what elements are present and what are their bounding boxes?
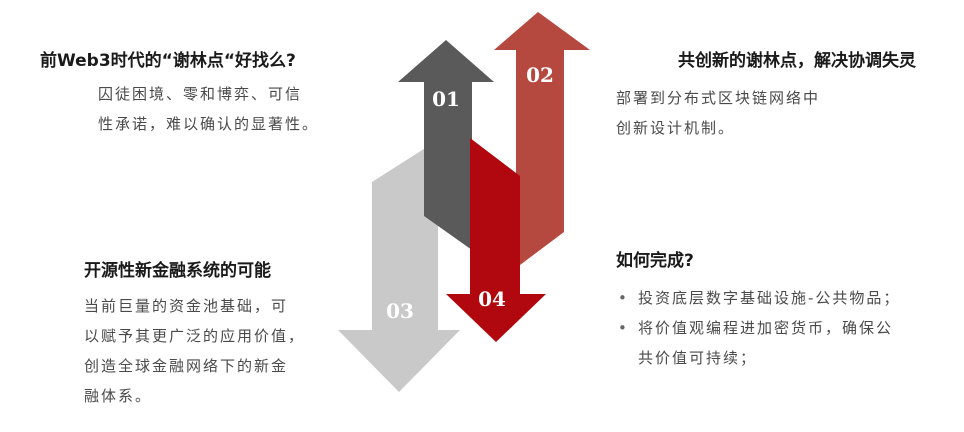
bullet-line: 将价值观编程进加密货币，确保公 — [638, 319, 894, 337]
section-title: 如何完成? — [616, 251, 694, 271]
section-bottom-right: 如何完成? • 投资底层数字基础设施-公共物品； • 将价值观编程进加密货币，确… — [616, 246, 900, 373]
bullet-list: • 投资底层数字基础设施-公共物品； • 将价值观编程进加密货币，确保公 共价值… — [616, 283, 900, 373]
body-line: 部署到分布式区块链网络中 — [616, 89, 821, 107]
list-item: • 投资底层数字基础设施-公共物品； — [616, 283, 900, 313]
section-title: 前Web3时代的“谢林点“好找么? — [40, 51, 296, 71]
bullet-icon: • — [618, 289, 629, 307]
body-line: 以赋予其更广泛的应用价值， — [84, 327, 306, 345]
section-body: 部署到分布式区块链网络中 创新设计机制。 — [616, 83, 916, 143]
arrow-02-label: 02 — [526, 63, 554, 87]
section-body: 囚徒困境、零和博弈、可信 性承诺，难以确认的显著性。 — [98, 79, 319, 139]
arrow-01-label: 01 — [432, 87, 460, 111]
bullet-icon: • — [618, 319, 629, 337]
body-line: 性承诺，难以确认的显著性。 — [98, 115, 320, 133]
body-line: 当前巨量的资金池基础，可 — [84, 297, 289, 315]
bullet-line: 投资底层数字基础设施-公共物品； — [638, 289, 901, 307]
body-line: 创造全球金融网络下的新金 — [84, 357, 289, 375]
arrow-03-label: 03 — [386, 299, 414, 323]
section-top-right: 共创新的谢林点，解决协调失灵 部署到分布式区块链网络中 创新设计机制。 — [616, 46, 916, 143]
body-line: 创新设计机制。 — [616, 119, 736, 137]
section-title: 开源性新金融系统的可能 — [84, 261, 271, 281]
section-top-left: 前Web3时代的“谢林点“好找么? 囚徒困境、零和博弈、可信 性承诺，难以确认的… — [40, 46, 319, 139]
arrow-04 — [446, 138, 546, 342]
section-title: 共创新的谢林点，解决协调失灵 — [678, 51, 916, 71]
body-line: 融体系。 — [84, 387, 153, 405]
section-bottom-left: 开源性新金融系统的可能 当前巨量的资金池基础，可 以赋予其更广泛的应用价值， 创… — [84, 256, 305, 411]
bullet-line: 共价值可持续； — [638, 349, 758, 367]
body-line: 囚徒困境、零和博弈、可信 — [98, 85, 303, 103]
arrow-04-label: 04 — [478, 287, 506, 311]
list-item: • 将价值观编程进加密货币，确保公 共价值可持续； — [616, 313, 900, 373]
section-body: 当前巨量的资金池基础，可 以赋予其更广泛的应用价值， 创造全球金融网络下的新金 … — [84, 291, 305, 411]
